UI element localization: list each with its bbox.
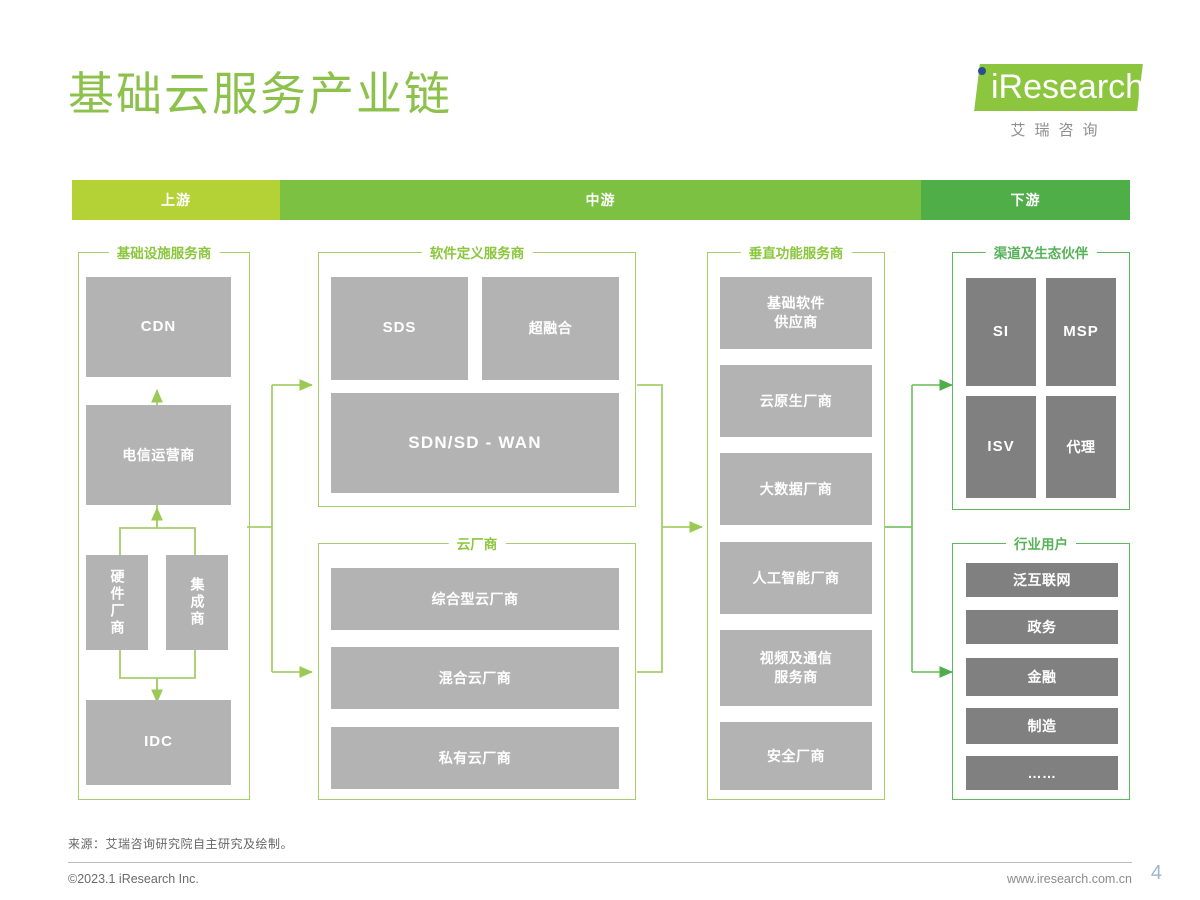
box-comprehensive-cloud[interactable]: 综合型云厂商 bbox=[331, 568, 619, 630]
box-government[interactable]: 政务 bbox=[966, 610, 1118, 644]
box-hardware-vendor[interactable]: 硬件厂商 bbox=[86, 555, 148, 650]
group-vertical-function: 垂直功能服务商 bbox=[707, 242, 885, 800]
box-cloud-native-vendor[interactable]: 云原生厂商 bbox=[720, 365, 872, 437]
box-cdn[interactable]: CDN bbox=[86, 277, 231, 377]
box-agent[interactable]: 代理 bbox=[1046, 396, 1116, 498]
group-infrastructure: 基础设施服务商 bbox=[78, 242, 250, 800]
box-pan-internet[interactable]: 泛互联网 bbox=[966, 563, 1118, 597]
box-security-vendor[interactable]: 安全厂商 bbox=[720, 722, 872, 790]
group-cloud-vendors: 云厂商 bbox=[318, 533, 636, 800]
box-basic-software-supplier[interactable]: 基础软件供应商 bbox=[720, 277, 872, 349]
group-title-software-defined: 软件定义服务商 bbox=[421, 242, 533, 262]
group-channel-partners: 渠道及生态伙伴 bbox=[952, 242, 1130, 510]
iresearch-logo: iResearch 艾瑞咨询 bbox=[955, 62, 1144, 140]
group-title-vertical-function: 垂直功能服务商 bbox=[740, 242, 852, 262]
footer-divider bbox=[68, 862, 1132, 863]
box-telecom-operator[interactable]: 电信运营商 bbox=[86, 405, 231, 505]
box-msp[interactable]: MSP bbox=[1046, 278, 1116, 386]
box-private-cloud[interactable]: 私有云厂商 bbox=[331, 727, 619, 789]
group-title-infrastructure: 基础设施服务商 bbox=[108, 242, 220, 262]
logo-chinese-name: 艾瑞咨询 bbox=[1010, 122, 1107, 139]
box-hybrid-cloud[interactable]: 混合云厂商 bbox=[331, 647, 619, 709]
page-number: 4 bbox=[1150, 862, 1162, 884]
logo-mark: iResearch bbox=[955, 62, 1144, 114]
group-title-industry-users: 行业用户 bbox=[1006, 533, 1076, 553]
box-sds[interactable]: SDS bbox=[331, 277, 468, 380]
copyright-text: ©2023.1 iResearch Inc. bbox=[68, 872, 199, 886]
box-ai-vendor[interactable]: 人工智能厂商 bbox=[720, 542, 872, 614]
box-video-communication-provider[interactable]: 视频及通信服务商 bbox=[720, 630, 872, 706]
stage-downstream: 下游 bbox=[921, 180, 1130, 220]
box-sdn-sdwan[interactable]: SDN/SD - WAN bbox=[331, 393, 619, 493]
stage-upstream: 上游 bbox=[72, 180, 280, 220]
footer-url: www.iresearch.com.cn bbox=[1006, 872, 1132, 886]
logo-wordmark: iResearch bbox=[991, 68, 1145, 106]
group-industry-users: 行业用户 bbox=[952, 533, 1130, 800]
logo-i-stem-icon bbox=[979, 78, 985, 110]
box-isv[interactable]: ISV bbox=[966, 396, 1036, 498]
box-idc[interactable]: IDC bbox=[86, 700, 231, 785]
box-finance[interactable]: 金融 bbox=[966, 658, 1118, 696]
box-si[interactable]: SI bbox=[966, 278, 1036, 386]
box-others[interactable]: …… bbox=[966, 756, 1118, 790]
stage-midstream: 中游 bbox=[280, 180, 921, 220]
logo-i-dot-icon bbox=[978, 67, 986, 75]
box-hyperconverged[interactable]: 超融合 bbox=[482, 277, 619, 380]
group-title-channel-partners: 渠道及生态伙伴 bbox=[985, 242, 1097, 262]
page-title: 基础云服务产业链 bbox=[68, 68, 452, 120]
box-manufacturing[interactable]: 制造 bbox=[966, 708, 1118, 744]
box-system-integrator[interactable]: 集成商 bbox=[166, 555, 228, 650]
stage-bar: 上游 中游 下游 bbox=[72, 180, 1130, 220]
box-bigdata-vendor[interactable]: 大数据厂商 bbox=[720, 453, 872, 525]
group-title-cloud-vendors: 云厂商 bbox=[448, 533, 506, 553]
group-software-defined: 软件定义服务商 bbox=[318, 242, 636, 507]
source-note: 来源：艾瑞咨询研究院自主研究及绘制。 bbox=[68, 837, 294, 851]
